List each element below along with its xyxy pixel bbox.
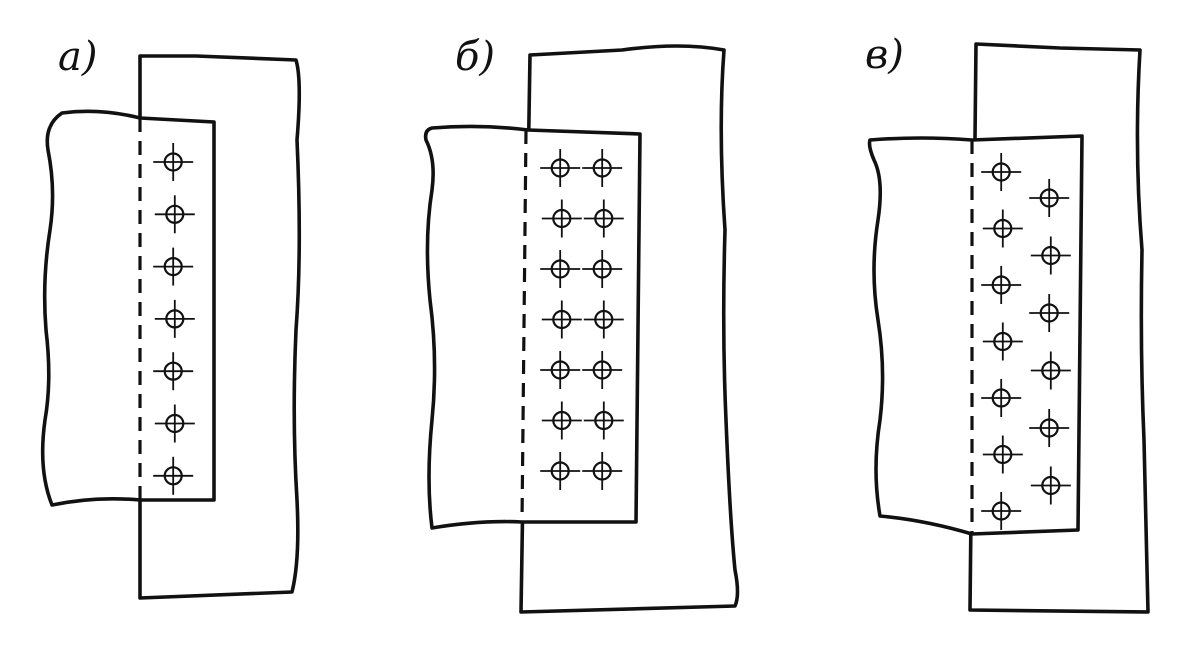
rivet xyxy=(583,199,624,238)
overlap-plate-c xyxy=(867,134,1084,536)
rivet xyxy=(981,492,1022,530)
rivet xyxy=(982,322,1023,361)
rivet xyxy=(981,153,1022,191)
rivet xyxy=(541,401,582,440)
panel-c: в) xyxy=(865,32,1150,614)
overlap-plate-b xyxy=(423,124,642,530)
rivet xyxy=(583,300,624,339)
rivet xyxy=(582,250,623,288)
rivet xyxy=(153,456,194,495)
rivet xyxy=(582,149,623,187)
rivet xyxy=(583,401,624,440)
rivet xyxy=(582,452,623,490)
main-plate-c xyxy=(968,42,1150,614)
rivet xyxy=(153,352,194,391)
rivet xyxy=(1030,236,1071,275)
rivet xyxy=(1030,466,1071,505)
rivet xyxy=(1029,409,1070,447)
rivet xyxy=(981,379,1022,417)
overlap-plate-a xyxy=(40,109,216,507)
rivet xyxy=(153,143,194,181)
rivet-group-c xyxy=(981,153,1071,530)
rivet xyxy=(153,247,194,286)
rivet xyxy=(982,435,1023,474)
rivet xyxy=(1029,294,1070,332)
panel-b: б) xyxy=(423,34,740,614)
rivet xyxy=(154,195,195,234)
rivet xyxy=(1029,179,1070,217)
rivet xyxy=(982,209,1023,248)
rivet xyxy=(541,199,582,238)
rivet xyxy=(981,266,1022,304)
rivet xyxy=(154,404,195,443)
rivet-group-a xyxy=(153,143,195,495)
rivet xyxy=(540,149,581,187)
main-plate-b xyxy=(519,44,740,614)
panel-label-c: в) xyxy=(865,32,904,78)
panel-label-a: а) xyxy=(58,34,97,80)
panel-label-b: б) xyxy=(455,34,495,80)
hidden-edge-b xyxy=(520,129,528,523)
rivet-group-b xyxy=(540,149,624,490)
rivet xyxy=(582,351,623,389)
rivet xyxy=(540,452,581,490)
rivet xyxy=(540,351,581,389)
rivet xyxy=(1030,351,1071,390)
rivet xyxy=(154,299,195,338)
panel-a: а) xyxy=(40,34,302,600)
rivet xyxy=(541,300,582,339)
rivet xyxy=(540,250,581,288)
main-plate-a xyxy=(138,54,302,600)
